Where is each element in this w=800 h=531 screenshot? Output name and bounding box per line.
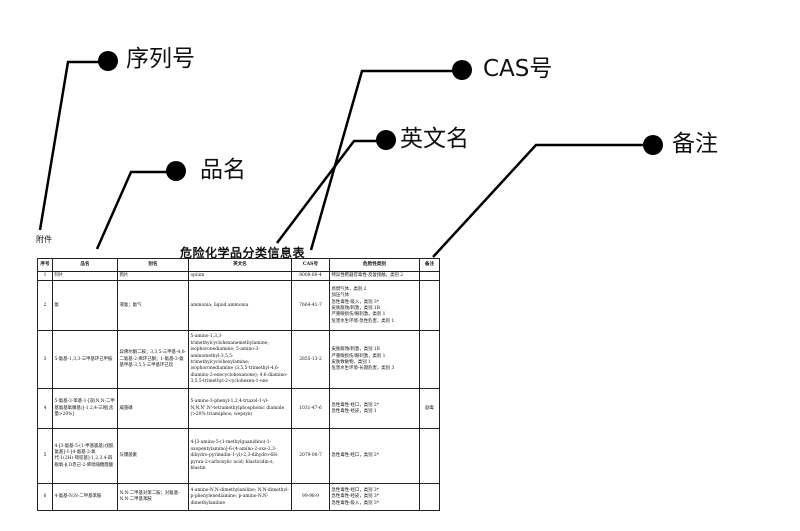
cell-hazard: 急性毒性-经口，类别 2*急性毒性-经皮，类别 1 xyxy=(329,388,420,430)
hazard-class-line: 易燃气体，类别 2 xyxy=(331,286,367,292)
cell-remark xyxy=(419,280,440,332)
hazard-class-line: 急性毒性-吸入，类别 3* xyxy=(331,299,379,305)
cell-cas: 7664-41-7 xyxy=(291,280,330,332)
cell-remark xyxy=(419,330,440,390)
cell-name: 5-氨基-1,3,3-三甲基环己甲胺 xyxy=(52,330,118,390)
hazard-class-line: 急性毒性-吸入，类别 3* xyxy=(331,500,379,506)
cell-serial: 4 xyxy=(37,388,53,430)
column-header-serial: 序号 xyxy=(37,258,53,272)
cell-cas: 99-98-9 xyxy=(291,483,330,512)
cell-alias: 异佛尔酮二胺；3,3,5-三甲基-4,6-二氨基-2-烯环己酮；1-氨基-3-氨… xyxy=(117,330,189,390)
cell-cas: 8008-60-4 xyxy=(291,270,330,282)
cell-alias: 液氨；氨气 xyxy=(117,280,189,332)
cell-serial: 6 xyxy=(37,483,53,512)
cell-name: 阿片 xyxy=(52,270,118,282)
hazard-class-line: 急性毒性-经口，类别 2* xyxy=(331,402,379,408)
hazard-class-line: 急性毒性-经皮，类别 3* xyxy=(331,494,379,500)
attachment-label: 附件 xyxy=(36,235,52,244)
cell-english: opium xyxy=(188,270,292,282)
remarks-marker-dot xyxy=(643,135,663,155)
cell-alias: 灰爆菌素 xyxy=(117,428,189,485)
remarks-leader-line xyxy=(432,143,653,258)
hazard-class-line: 特异性靶器官毒性-反复接触，类别 2 xyxy=(331,273,404,278)
column-header-remark: 备注 xyxy=(419,258,440,272)
cell-serial: 2 xyxy=(37,280,53,332)
cell-name: 氨 xyxy=(52,280,118,332)
column-header-cas: CAS号 xyxy=(291,258,330,272)
cell-name: 4-[3-氨基-5-(1-甲基胍基)戊酰氨基]-1-[4-氨基-2-氧代-1(2… xyxy=(52,428,118,485)
english-name-marker-dot xyxy=(376,130,396,150)
hazard-class-line: 严重眼损伤/眼刺激，类别 1 xyxy=(331,312,386,318)
cell-english: 5-amino-1,3,3-trimethylcyclohexanemethyl… xyxy=(188,330,292,390)
hazard-class-line: 皮肤致敏物，类别 1 xyxy=(331,359,371,365)
cell-name: 5-氨基-3-苯基-1-[双(N,N-二甲基氨基氧膦基)]-1,2,4-三唑[含… xyxy=(52,388,118,430)
cell-name: 4-氨基-N,N-二甲基苯胺 xyxy=(52,483,118,512)
cell-alias: 威菌磷 xyxy=(117,388,189,430)
column-header-name: 品名 xyxy=(52,258,118,272)
cell-hazard: 特异性靶器官毒性-反复接触，类别 2 xyxy=(329,270,420,282)
cas-marker-dot xyxy=(452,60,472,80)
serial-leader-line xyxy=(38,60,108,231)
cell-hazard: 急性毒性-经口，类别 2* xyxy=(329,428,420,485)
cas-number-callout: CAS号 xyxy=(483,56,553,82)
cell-serial: 3 xyxy=(37,330,53,390)
cell-english: 4-[3-amino-5-(1-methylguanidino)-1-oxope… xyxy=(188,428,292,485)
cell-remark xyxy=(419,270,440,282)
product-name-callout: 品名 xyxy=(200,157,246,183)
cas-leader-line xyxy=(309,69,462,251)
english-name-leader-line xyxy=(276,139,386,244)
cell-hazard: 急性毒性-经口，类别 3*急性毒性-经皮，类别 3*急性毒性-吸入，类别 3* xyxy=(329,483,420,512)
column-header-english: 英文名 xyxy=(188,258,292,272)
hazard-class-line: 危害水生环境-急性危害，类别 1 xyxy=(331,318,395,324)
cell-remark xyxy=(419,483,440,512)
cell-remark: 剧毒 xyxy=(419,388,440,430)
hazard-class-line: 危害水生环境-长期危害，类别 3 xyxy=(331,366,395,372)
hazard-class-line: 严重眼损伤/眼刺激，类别 1 xyxy=(331,353,386,359)
column-header-alias: 别名 xyxy=(117,258,189,272)
table-header-row: 序号 品名 别名 英文名 CAS号 危险性类别 备注 xyxy=(37,258,440,272)
hazard-class-line: 急性毒性-经口，类别 3* xyxy=(331,487,379,493)
cell-serial: 1 xyxy=(37,270,53,282)
hazard-class-line: 加压气体 xyxy=(331,293,350,299)
cell-cas: 2079-00-7 xyxy=(291,428,330,485)
hazard-class-line: 皮肤腐蚀/刺激，类别 1B xyxy=(331,305,380,311)
english-name-callout: 英文名 xyxy=(400,126,469,152)
remarks-callout: 备注 xyxy=(672,131,718,157)
serial-number-callout: 序列号 xyxy=(126,46,195,72)
cell-english: 5-amino-3-phenyl-1,2,4-triazol-1-yl-N,N,… xyxy=(188,388,292,430)
hazard-class-line: 急性毒性-经皮，类别 1 xyxy=(331,408,377,414)
name-leader-line xyxy=(95,170,176,250)
column-header-hazard: 危险性类别 xyxy=(329,258,420,272)
cell-cas: 1031-47-6 xyxy=(291,388,330,430)
hazard-class-line: 急性毒性-经口，类别 2* xyxy=(331,453,379,459)
hazard-class-line: 皮肤腐蚀/刺激，类别 1B xyxy=(331,347,380,353)
cell-serial: 5 xyxy=(37,428,53,485)
cell-english: ammonia; liquid ammonia xyxy=(188,280,292,332)
cell-remark xyxy=(419,428,440,485)
name-marker-dot xyxy=(166,161,186,181)
cell-alias: 鸦片 xyxy=(117,270,189,282)
document-title: 危险化学品分类信息表 xyxy=(180,246,306,260)
cell-cas: 2855-13-2 xyxy=(291,330,330,390)
cell-english: 4-amino-N,N-dimethylaniline; N,N-dimethy… xyxy=(188,483,292,512)
serial-marker-dot xyxy=(98,51,118,71)
cell-alias: N,N-二甲基对苯二胺；对氨基-N,N-二甲基苯胺 xyxy=(117,483,189,512)
